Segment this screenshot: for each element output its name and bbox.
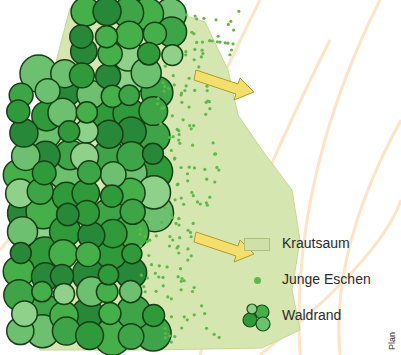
credit-label: Plan [388,332,397,350]
legend-swatch [244,238,270,251]
young-ashes [139,10,241,344]
width-arrows [194,70,254,262]
legend-text: Junge Eschen [282,272,371,286]
legend-text: Waldrand [282,308,341,322]
herb-fringe [20,4,300,350]
forest-edge-trees [3,0,186,355]
legend-swatch [254,277,261,284]
legend-text: Krautsaum [282,236,350,250]
legend-tree-swatch [243,304,270,331]
